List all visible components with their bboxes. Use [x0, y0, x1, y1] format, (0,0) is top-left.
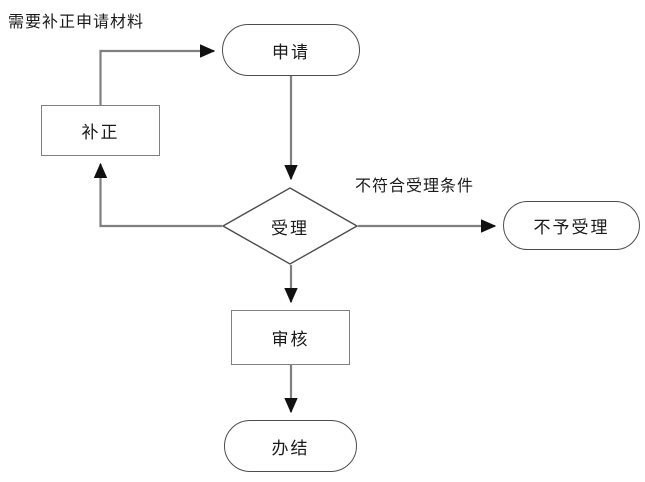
node-apply-label: 申请 [272, 42, 310, 63]
caption-need-supplement: 需要补正申请材料 [8, 12, 145, 31]
node-reject-label: 不予受理 [533, 218, 610, 238]
edge-accept-to-correct [93, 162, 222, 228]
edge-label-reject-condition: 不符合受理条件 [355, 176, 475, 195]
node-correct-label: 补正 [81, 123, 120, 143]
node-done[interactable]: 办结 [224, 420, 357, 472]
node-apply[interactable]: 申请 [222, 24, 360, 76]
edge-correct-to-apply [99, 44, 216, 105]
node-done-label: 办结 [271, 438, 310, 459]
diamond-shape [222, 187, 358, 265]
node-reject[interactable]: 不予受理 [503, 201, 640, 250]
node-correct[interactable]: 补正 [41, 105, 160, 156]
node-accept-label: 受理 [271, 218, 309, 239]
node-accept[interactable]: 受理 [222, 187, 358, 265]
node-review[interactable]: 审核 [231, 310, 350, 365]
node-review-label: 审核 [271, 330, 310, 350]
